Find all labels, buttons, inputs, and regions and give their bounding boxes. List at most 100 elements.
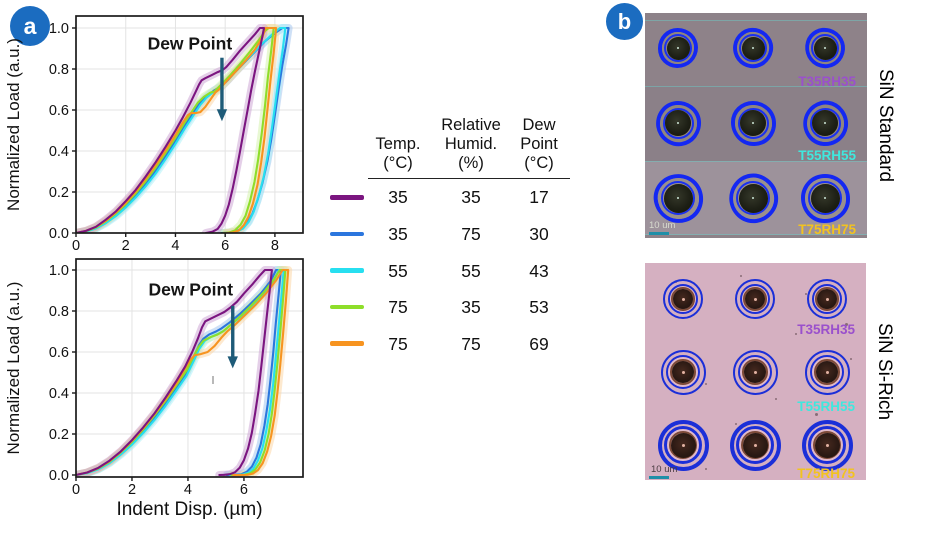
indent-outer-ring bbox=[807, 279, 847, 319]
x-tick-label: 8 bbox=[271, 238, 279, 254]
scale-label: 10 um bbox=[649, 220, 676, 231]
speck bbox=[740, 275, 742, 277]
speck bbox=[845, 323, 848, 326]
y-tick-label: 0.2 bbox=[49, 427, 69, 443]
legend-swatch-4 bbox=[330, 341, 364, 346]
series-line-T75RH35 bbox=[76, 26, 275, 233]
speck bbox=[850, 358, 852, 360]
x-tick-label: 6 bbox=[221, 238, 229, 254]
indent-speck bbox=[676, 196, 680, 200]
y-tick-label: 0.6 bbox=[49, 103, 69, 119]
x-tick-label: 4 bbox=[184, 482, 192, 498]
legend-swatch-2 bbox=[330, 268, 364, 273]
indent-speck bbox=[825, 370, 829, 374]
y-tick-label: 0.4 bbox=[49, 144, 69, 160]
y-tick-label: 1.0 bbox=[49, 21, 69, 37]
legend-header-col0: Temp.(°C) bbox=[353, 135, 443, 173]
indent-inner-ring bbox=[739, 34, 767, 62]
indent-speck bbox=[823, 121, 827, 125]
row-label-T75RH75: T75RH75 bbox=[798, 222, 856, 237]
indent-speck bbox=[681, 443, 685, 447]
series-band-T35RH35 bbox=[76, 24, 268, 233]
legend-value-4-0: 75 bbox=[388, 333, 408, 354]
legend-value-3-2: 53 bbox=[529, 297, 549, 318]
speck bbox=[795, 333, 797, 335]
panel-a-badge: a bbox=[10, 6, 50, 46]
indent-speck bbox=[751, 121, 755, 125]
indent-outer-ring bbox=[657, 419, 709, 471]
indent-speck bbox=[751, 196, 755, 200]
legend-header-line: Temp. bbox=[375, 135, 421, 153]
indent-outer-ring bbox=[804, 349, 850, 395]
row-label-T55RH55: T55RH55 bbox=[797, 399, 855, 414]
y-tick-label: 0.4 bbox=[49, 386, 69, 402]
legend-header-line: (°C) bbox=[383, 154, 413, 172]
legend-header-line: Relative bbox=[441, 116, 501, 134]
legend-value-2-2: 43 bbox=[529, 260, 549, 281]
y-tick-label: 1.0 bbox=[49, 263, 69, 279]
panel-b-badge: b bbox=[606, 3, 643, 40]
teal-line bbox=[645, 161, 867, 163]
indent-outer-ring bbox=[660, 349, 706, 395]
side-label-sin-si-rich: SiN Si-Rich bbox=[874, 322, 895, 421]
legend-value-1-1: 75 bbox=[461, 223, 481, 244]
legend-value-0-2: 17 bbox=[529, 187, 549, 208]
y-tick-label: 0.6 bbox=[49, 345, 69, 361]
side-label-sin-standard: SiN Standard bbox=[875, 68, 896, 182]
indent-inner-ring bbox=[808, 181, 842, 215]
row-label-T75RH75: T75RH75 bbox=[797, 466, 855, 480]
x-tick-label: 2 bbox=[128, 482, 136, 498]
legend-header-line: Point bbox=[520, 135, 558, 153]
y-axis-label: Normalized Load (a.u.) bbox=[4, 282, 23, 455]
dew-point-annotation: Dew Point bbox=[148, 34, 233, 54]
legend-value-0-0: 35 bbox=[388, 187, 408, 208]
indent-outer-ring bbox=[658, 28, 698, 68]
indent-speck bbox=[753, 297, 757, 301]
indent-inner-ring bbox=[809, 107, 841, 139]
row-label-T55RH55: T55RH55 bbox=[798, 148, 856, 163]
speck bbox=[705, 383, 707, 385]
x-tick-label: 6 bbox=[240, 482, 248, 498]
series-line-T75RH75 bbox=[76, 26, 278, 233]
teal-line bbox=[645, 234, 867, 236]
legend-value-4-1: 75 bbox=[461, 333, 481, 354]
speck bbox=[735, 423, 737, 425]
indent-speck bbox=[676, 121, 680, 125]
series-line-T35RH35 bbox=[76, 26, 266, 233]
legend-swatch-0 bbox=[330, 195, 364, 200]
legend-value-3-0: 75 bbox=[388, 297, 408, 318]
indent-speck bbox=[676, 46, 680, 50]
legend-swatch-3 bbox=[330, 304, 364, 310]
indent-speck bbox=[825, 443, 829, 447]
legend-value-1-0: 35 bbox=[388, 223, 408, 244]
legend-header-line: Dew bbox=[522, 116, 556, 134]
indent-inner-ring bbox=[661, 181, 695, 215]
y-tick-label: 0.2 bbox=[49, 185, 69, 201]
dew-point-annotation: Dew Point bbox=[148, 280, 233, 300]
y-tick-label: 0.8 bbox=[49, 62, 69, 78]
indent-outer-ring bbox=[663, 279, 703, 319]
legend-header-line: (%) bbox=[458, 154, 484, 172]
indent-speck bbox=[753, 370, 757, 374]
indent-speck bbox=[753, 443, 757, 447]
x-tick-label: 2 bbox=[122, 238, 130, 254]
legend-value-4-2: 69 bbox=[529, 333, 549, 354]
speck bbox=[815, 413, 818, 416]
scale-label: 10 um bbox=[651, 464, 678, 475]
indent-speck bbox=[825, 297, 829, 301]
speck bbox=[705, 468, 707, 470]
indent-outer-ring bbox=[801, 419, 853, 471]
indent-speck bbox=[751, 46, 755, 50]
x-tick-label: 0 bbox=[72, 482, 80, 498]
legend-value-2-0: 55 bbox=[388, 260, 408, 281]
legend-swatch-1 bbox=[330, 231, 364, 237]
teal-line bbox=[645, 20, 867, 22]
legend-header-line: (°C) bbox=[524, 154, 554, 172]
